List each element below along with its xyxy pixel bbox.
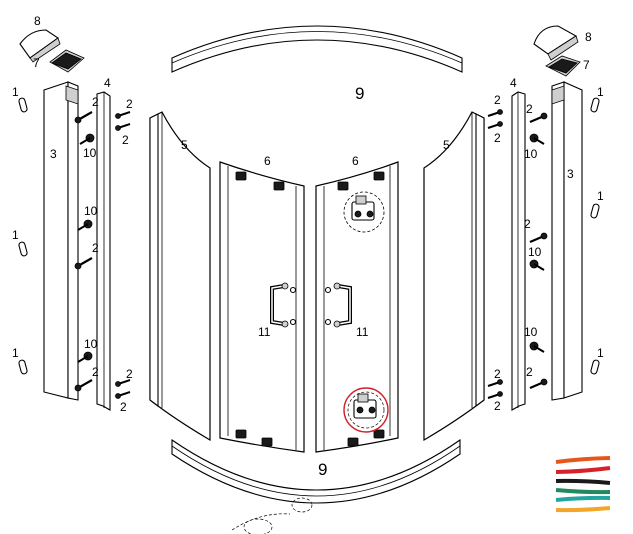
label-pin-left-2: 1 [12,228,19,242]
side-panel-right [423,111,485,442]
door-right [315,161,399,453]
label-handle-right: 11 [356,325,369,339]
screw-long-right-a [529,133,545,145]
label-profile-right: 3 [567,167,574,181]
brand-logo [555,456,611,513]
screw-right-g [529,378,548,390]
label-wall-cap-right: 8 [585,30,592,44]
label-profile-left: 3 [50,147,57,161]
label-cover-right: 7 [583,58,590,72]
label-screw-left-a: 2 [92,95,99,109]
label-screw-left-b: 2 [92,241,99,255]
screw-left-d [115,111,131,119]
label-pin-right-1: 1 [597,85,604,99]
screw-left-g [115,391,131,399]
label-screw-right-f: 2 [524,217,531,231]
screw-right-f [529,232,548,244]
detail-callout [231,497,313,534]
label-frame-right: 4 [510,76,517,90]
label-screw-left-g: 2 [120,400,127,414]
label-cover-left: 7 [33,56,40,70]
brand-stripe [555,456,611,464]
screw-right-e [529,112,548,124]
screw-left-c [74,379,93,392]
label-screw-right-b: 2 [494,131,501,145]
label-screw-long-left-c: 10 [84,337,98,351]
screw-right-d [487,391,503,399]
screw-long-left-c [77,351,93,363]
label-screw-long-right-a: 10 [524,147,538,161]
screw-long-right-c [529,341,545,353]
label-frame-left: 4 [104,76,111,90]
label-pin-left-3: 1 [12,346,19,360]
brand-stripe [555,466,611,474]
pin-right-3 [590,359,600,375]
label-screw-right-c: 2 [494,367,501,381]
label-handle-left: 11 [258,325,271,339]
pin-right-1 [590,97,600,113]
handle-left [270,282,297,328]
label-screw-left-e: 2 [122,133,129,147]
top-rail [171,25,463,73]
door-left [219,161,305,453]
brand-stripe [555,506,611,513]
label-wall-cap-left: 8 [34,14,41,28]
cover-right [545,55,581,77]
label-top-rail: 9 [355,84,364,103]
screw-long-left-b [77,219,93,231]
pin-left-1 [18,97,28,113]
label-door-left: 6 [264,154,271,168]
label-bottom-rail: 9 [318,460,327,479]
label-pin-right-3: 1 [597,346,604,360]
label-screw-left-f: 2 [126,367,133,381]
label-screw-right-e: 2 [526,102,533,116]
label-screw-right-d: 2 [494,399,501,413]
screw-left-b [74,257,93,270]
frame-right [511,91,526,411]
screw-long-left-a [79,133,95,145]
pin-left-3 [18,359,28,375]
pin-right-2 [590,203,600,219]
label-screw-long-right-b: 10 [528,245,542,259]
label-pin-left-1: 1 [12,85,19,99]
screw-left-f [115,379,131,387]
wall-cap-right [533,25,579,61]
roller-detail-bottom [343,387,389,433]
cover-left [49,49,85,73]
label-pin-right-2: 1 [597,189,604,203]
label-screw-long-left-b: 10 [84,204,98,218]
screw-right-b [487,121,503,129]
screw-right-a [487,109,503,117]
roller-detail-top [343,191,385,233]
screw-left-e [115,123,131,131]
label-screw-left-c: 2 [92,365,99,379]
label-screw-long-left-a: 10 [83,146,97,160]
wall-cap-left [19,29,61,63]
wall-profile-right [551,81,583,401]
screw-right-c [487,379,503,387]
label-side-panel-right: 5 [443,138,450,152]
frame-left [96,91,111,411]
bottom-rail [171,438,461,504]
brand-stripe [555,478,611,485]
label-side-panel-left: 5 [181,138,188,152]
screw-left-a [74,111,93,124]
brand-stripe [555,488,611,495]
wall-profile-left [43,81,79,401]
label-screw-right-a: 2 [494,93,501,107]
side-panel-left [149,111,211,442]
label-door-right: 6 [352,154,359,168]
pin-left-2 [18,241,28,257]
screw-long-right-b [529,259,545,271]
label-screw-left-d: 2 [126,97,133,111]
brand-stripe [555,495,611,502]
label-screw-right-g: 2 [526,365,533,379]
label-screw-long-right-c: 10 [524,325,538,339]
handle-right [324,282,352,328]
